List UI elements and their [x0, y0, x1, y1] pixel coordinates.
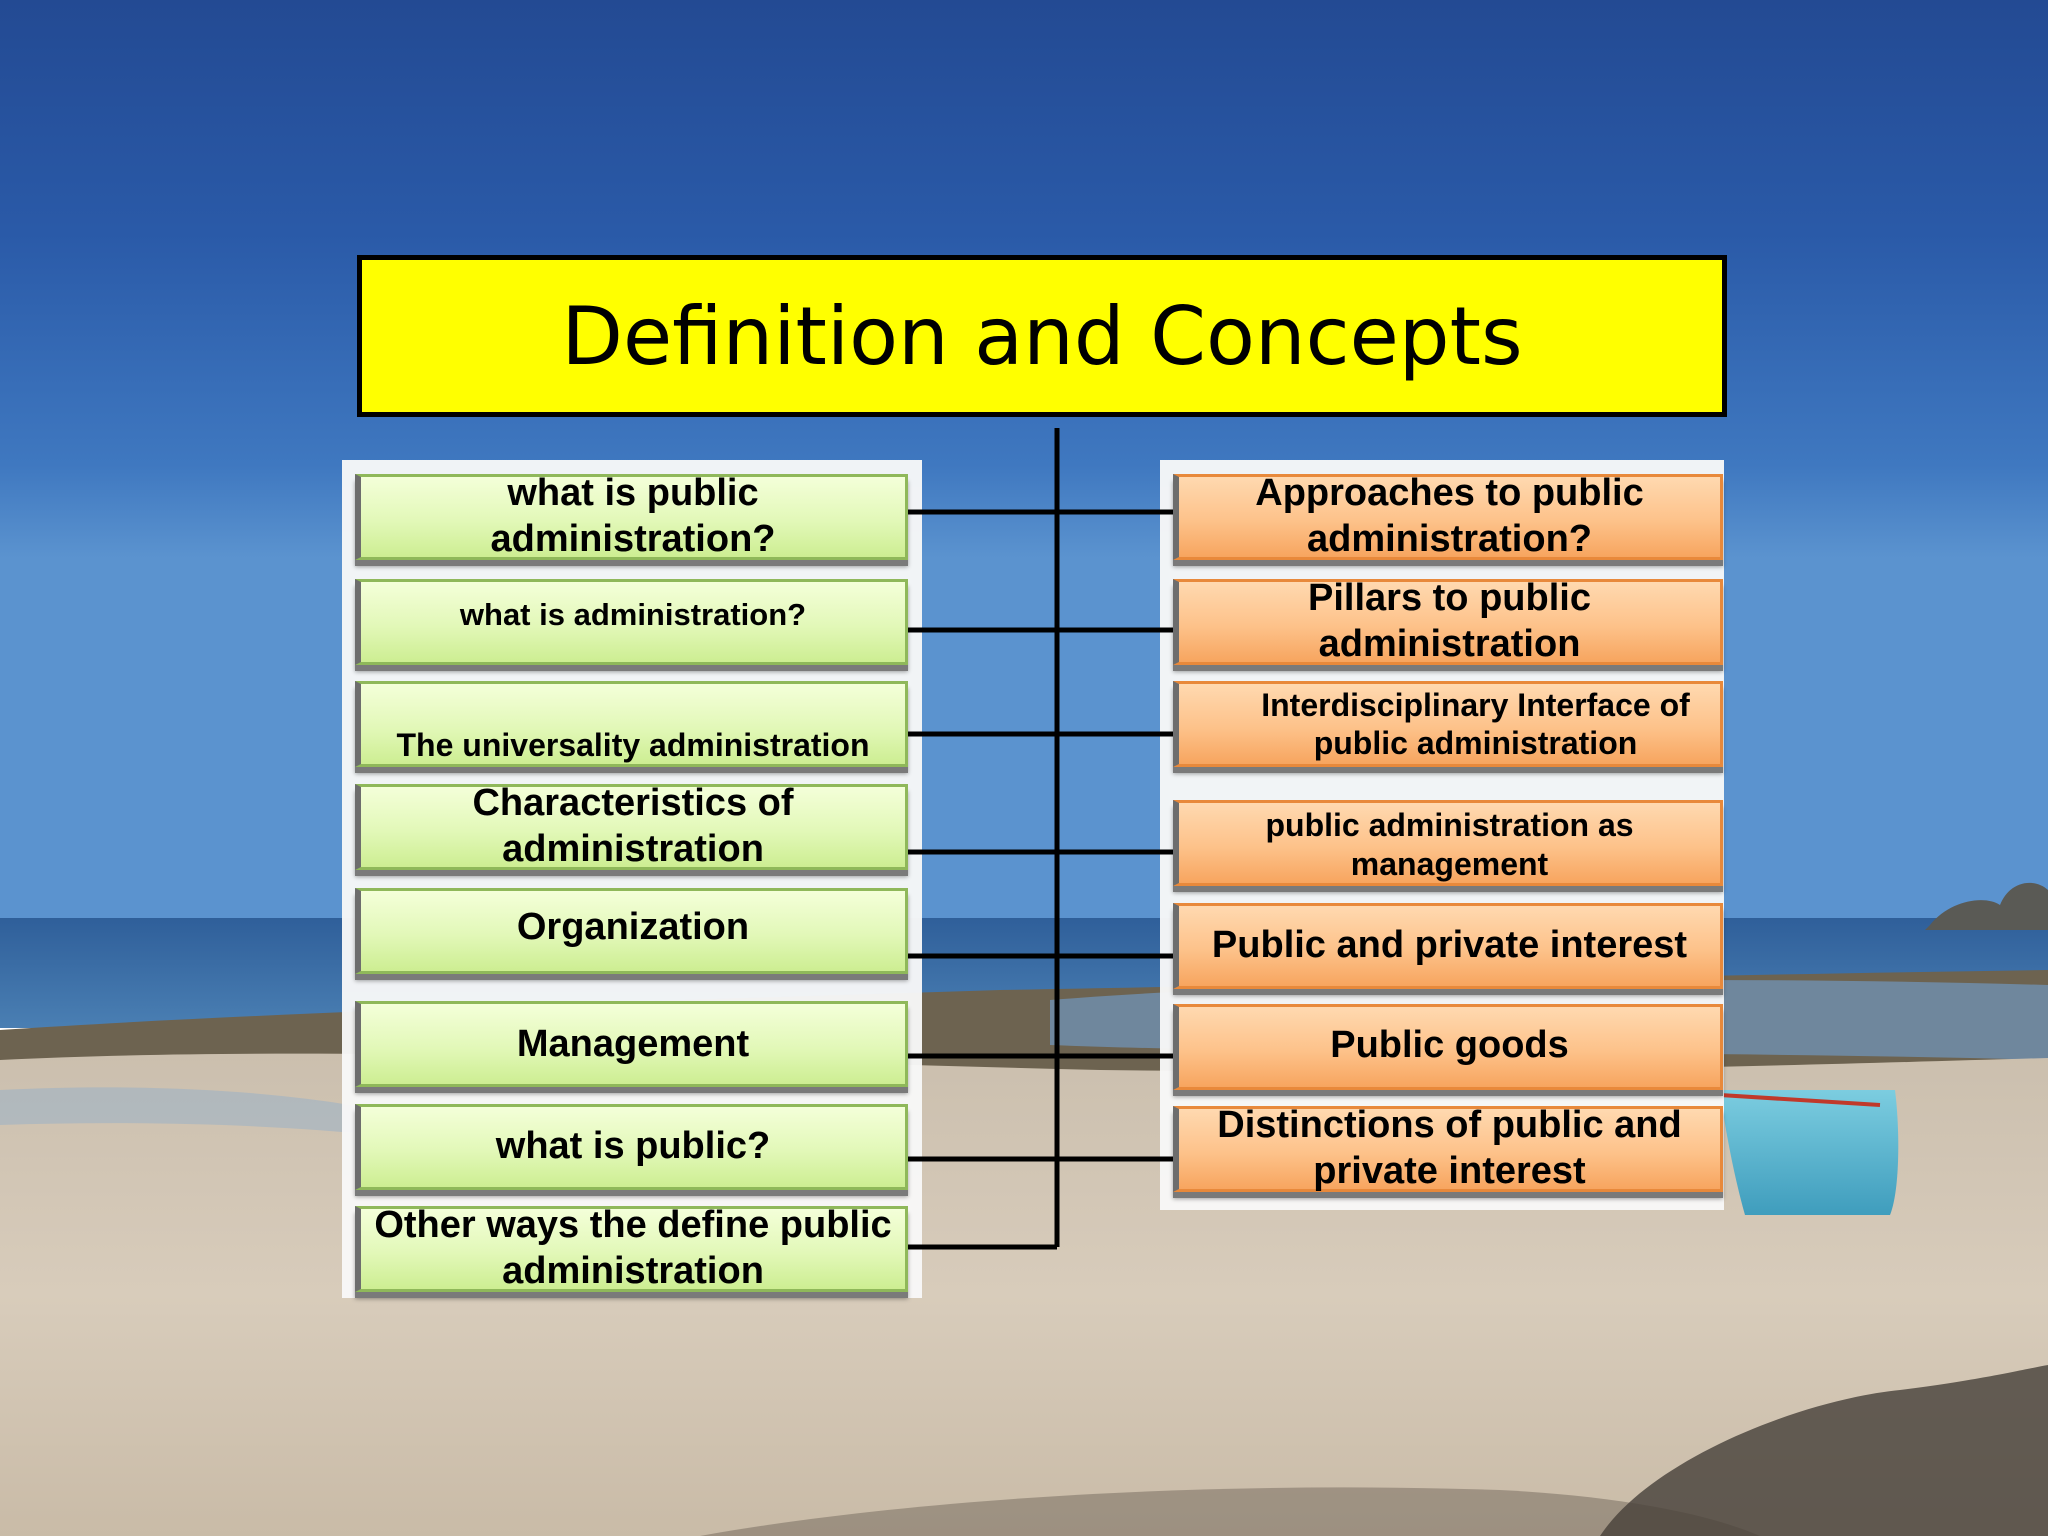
- left-node-other-ways-define-public-administration[interactable]: Other ways the define public administrat…: [355, 1204, 908, 1292]
- right-node-approaches-to-public-administration[interactable]: Approaches to public administration?: [1173, 472, 1723, 560]
- right-node-interdisciplinary-interface[interactable]: Interdisciplinary Interface of public ad…: [1173, 681, 1723, 767]
- left-node-organization[interactable]: Organization: [355, 888, 908, 974]
- right-node-distinctions-public-private-interest[interactable]: Distinctions of public and private inter…: [1173, 1104, 1723, 1192]
- left-node-what-is-administration[interactable]: what is administration?: [355, 579, 908, 665]
- left-node-characteristics-of-administration[interactable]: Characteristics of administration: [355, 782, 908, 870]
- right-node-public-and-private-interest[interactable]: Public and private interest: [1173, 903, 1723, 989]
- left-node-management[interactable]: Management: [355, 1001, 908, 1087]
- left-node-what-is-public[interactable]: what is public?: [355, 1104, 908, 1190]
- diagram-title: Definition and Concepts: [561, 289, 1523, 383]
- right-node-pillars-to-public-administration[interactable]: Pillars to public administration: [1173, 577, 1723, 665]
- title-banner: Definition and Concepts: [357, 255, 1727, 417]
- right-node-public-administration-as-management[interactable]: public administration as management: [1173, 800, 1723, 886]
- left-node-what-is-public-administration[interactable]: what is public administration?: [355, 472, 908, 560]
- right-node-public-goods[interactable]: Public goods: [1173, 1004, 1723, 1090]
- left-node-universality-administration[interactable]: The universality administration: [355, 681, 908, 767]
